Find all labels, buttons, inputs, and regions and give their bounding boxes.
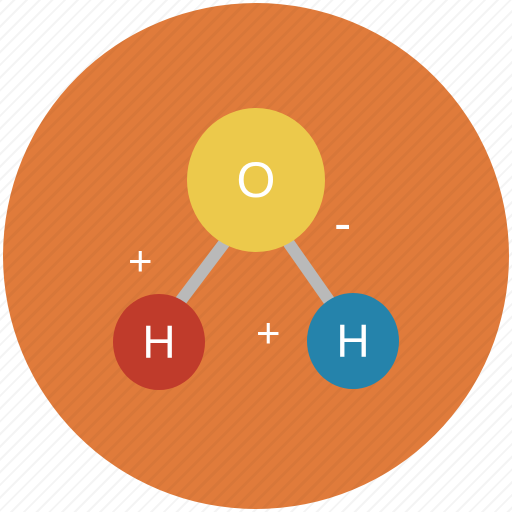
oxygen-symbol: O xyxy=(236,152,276,208)
hydrogen-left-symbol: H xyxy=(142,316,176,368)
oxygen-atom: O xyxy=(187,108,325,252)
positive-charge-hydrogen-left: + xyxy=(128,237,153,284)
negative-charge-oxygen: - xyxy=(334,195,352,253)
hydrogen-right-symbol: H xyxy=(336,315,370,367)
hydrogen-atom-right: H xyxy=(307,293,399,389)
hydrogen-atom-left: H xyxy=(113,294,205,390)
orange-circle-background xyxy=(3,3,509,509)
positive-charge-hydrogen-right: + xyxy=(256,309,281,356)
